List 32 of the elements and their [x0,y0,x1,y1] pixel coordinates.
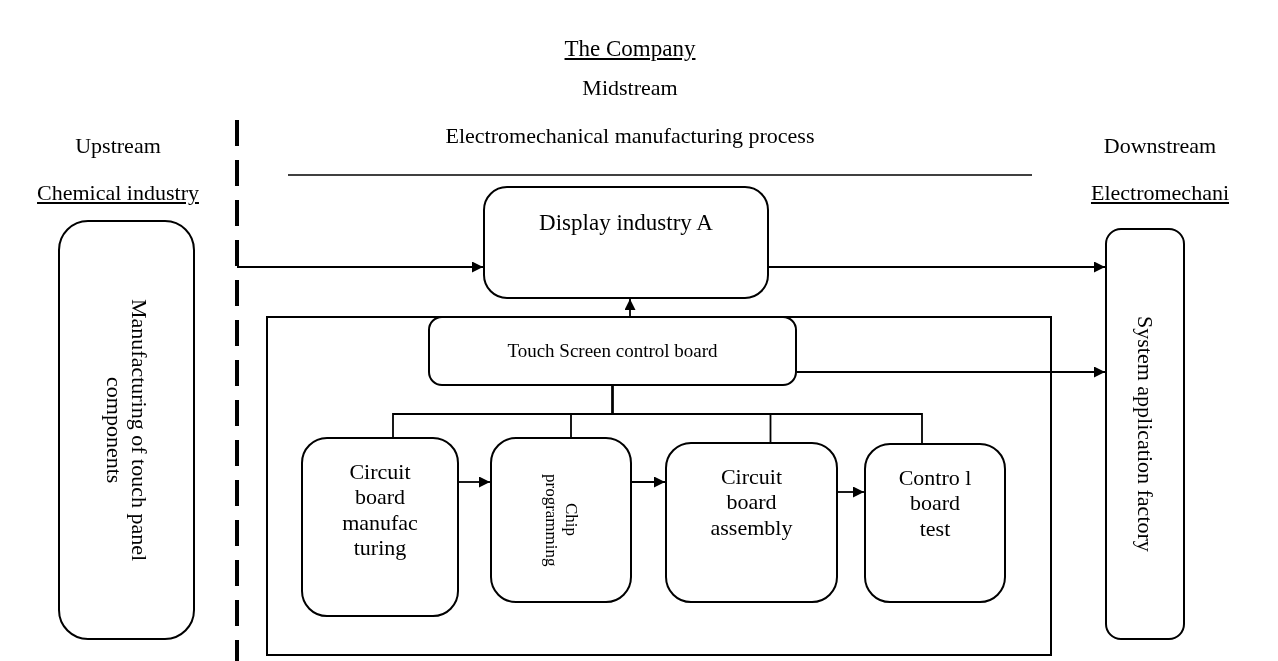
arrow [837,486,865,498]
arrow [768,261,1106,273]
stage-label: Downstream [1103,133,1217,159]
arrow [624,298,636,317]
process-box [665,442,838,603]
node-text: Chip programming [541,472,581,569]
process-box [301,437,459,617]
section-heading: Chemical industry [37,180,199,206]
arrow [796,366,1106,378]
arrow [458,476,491,488]
stage-label: Electromechanical manufacturing process [445,123,815,149]
process-box [58,220,195,640]
connector-line [611,385,923,444]
title: The Company [564,36,696,62]
arrow [236,261,484,273]
node-text: System application factory [1132,316,1158,552]
process-box [428,316,797,386]
section-heading: Electromechani [1091,180,1229,206]
process-box [864,443,1006,603]
node-text: Touch Screen control board [507,340,718,362]
node-text: Contro l board test [897,465,973,541]
arrow [631,476,666,488]
node-text: Display industry A [539,210,713,237]
process-box [483,186,769,299]
process-box [1105,228,1185,640]
stage-label: Upstream [75,133,161,159]
node-text: Circuit board manufac turing [341,459,419,561]
container-box [266,316,1052,656]
node-text: Manufacturing of touch panel components [101,297,152,564]
process-box [490,437,632,603]
node-text: Circuit board assembly [709,464,794,540]
stage-label: Midstream [582,75,678,101]
